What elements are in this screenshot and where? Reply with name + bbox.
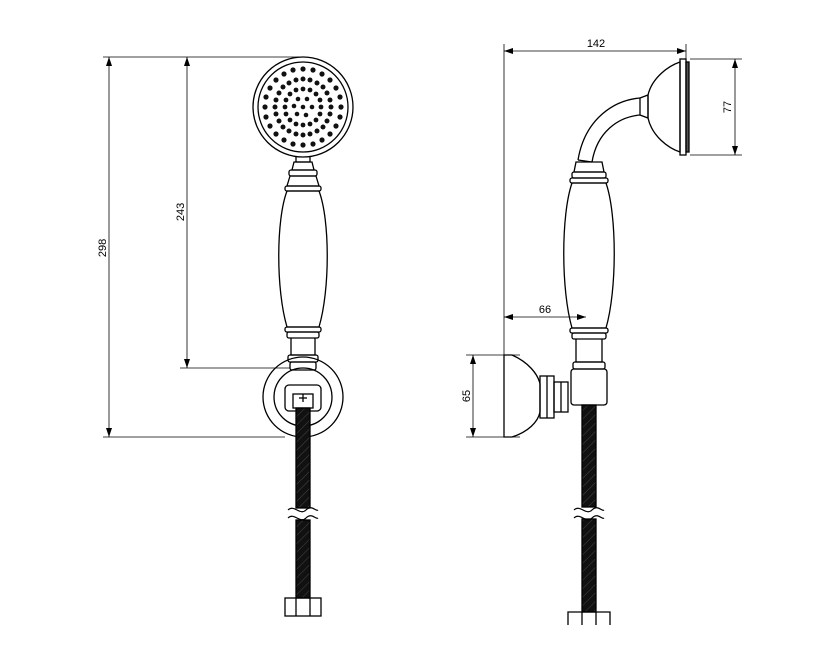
side-view: 142 77 66 65 xyxy=(461,38,742,625)
dim-overall-depth xyxy=(503,44,687,437)
dim-head-to-bracket xyxy=(180,57,290,369)
dim-label-head-height: 77 xyxy=(722,101,734,113)
handle-lower-collar-front xyxy=(284,326,322,371)
dim-head-height xyxy=(690,58,742,156)
handle-body-front xyxy=(278,190,328,328)
front-view: 298 243 xyxy=(97,56,354,617)
handle-neck-side xyxy=(569,97,641,184)
hose-side xyxy=(567,404,611,625)
dim-label-overall-depth: 142 xyxy=(587,38,605,50)
wall-bracket-side xyxy=(503,354,569,438)
dim-overall-height xyxy=(103,56,300,438)
dim-label-head-to-bracket: 243 xyxy=(175,203,187,221)
dim-label-overall-height: 298 xyxy=(97,239,109,257)
handle-lower-collar-side xyxy=(569,327,609,406)
dim-label-bracket-height: 65 xyxy=(461,390,473,402)
hose-front xyxy=(284,407,322,617)
dim-handle-offset xyxy=(504,314,586,320)
shower-head-front xyxy=(252,56,354,158)
dim-bracket-height xyxy=(466,354,520,438)
dim-label-handle-offset: 66 xyxy=(539,304,551,316)
handle-collar-front xyxy=(284,157,322,192)
handle-body-side xyxy=(563,182,615,329)
shower-head-side xyxy=(639,58,690,156)
spray-holes xyxy=(262,66,344,148)
